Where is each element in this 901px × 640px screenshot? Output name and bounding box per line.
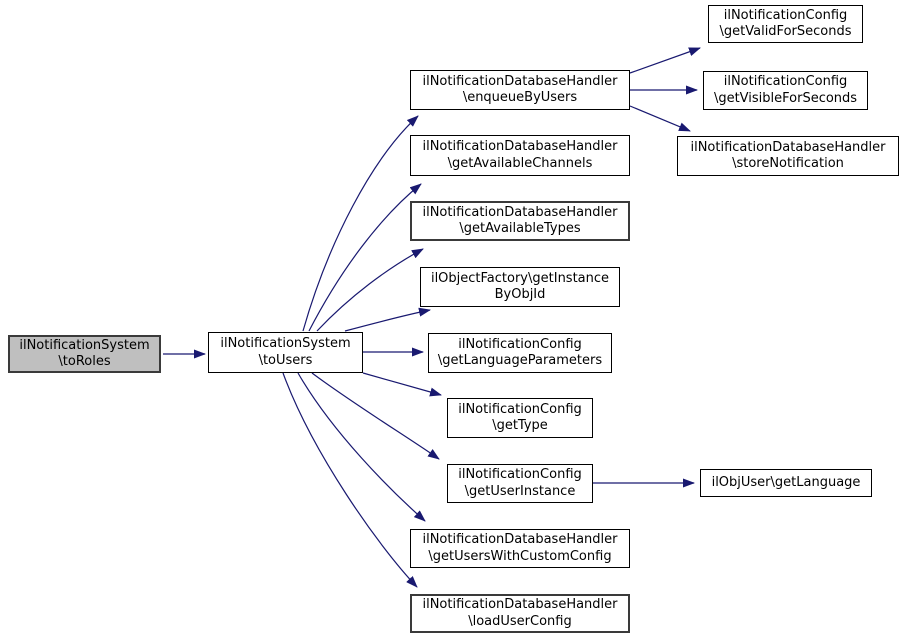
edge-toUsers-getType xyxy=(362,372,442,397)
node-label-line: ilNotificationDatabaseHandler xyxy=(422,532,618,547)
node-getUserInstance[interactable]: ilNotificationConfig \getUserInstance xyxy=(447,464,593,503)
node-label-line: ilObjUser\getLanguage xyxy=(711,474,861,490)
node-label-line: ilNotificationDatabaseHandler xyxy=(422,597,618,612)
node-label-line: \toUsers xyxy=(258,352,313,368)
node-storeNotification[interactable]: ilNotificationDatabaseHandler \storeNoti… xyxy=(677,136,899,176)
node-label-line: \getValidForSeconds xyxy=(719,24,852,39)
node-label-line: ilObjectFactory\getInstance xyxy=(430,270,610,286)
node-label-line: ilNotificationConfig xyxy=(458,467,582,482)
edge-toUsers-getUserInstance xyxy=(311,372,440,460)
edge-toUsers-getAvailableTypes xyxy=(316,248,424,332)
node-label-line: ilNotificationSystem xyxy=(19,337,150,353)
edge-toUsers-enqueueByUsers xyxy=(302,115,419,332)
node-label-line: \storeNotification xyxy=(732,156,844,171)
node-getAvailableTypes[interactable]: ilNotificationDatabaseHandler \getAvaila… xyxy=(410,201,630,241)
node-label-line: ilNotificationConfig xyxy=(723,7,848,23)
node-label-line: ilNotificationDatabaseHandler xyxy=(422,139,618,154)
node-toRoles[interactable]: ilNotificationSystem \toRoles xyxy=(8,335,161,373)
node-label-line: \getUsersWithCustomConfig xyxy=(428,548,612,564)
edge-enqueueByUsers-storeNotification xyxy=(629,105,691,132)
node-toUsers[interactable]: ilNotificationSystem \toUsers xyxy=(208,332,363,373)
node-label-line: \getUserInstance xyxy=(464,483,576,499)
node-loadUserConfig[interactable]: ilNotificationDatabaseHandler \loadUserC… xyxy=(410,594,630,633)
node-label-line: \toRoles xyxy=(58,354,111,369)
node-getType[interactable]: ilNotificationConfig \getType xyxy=(447,398,593,438)
node-label-line: ilNotificationDatabaseHandler xyxy=(422,204,618,220)
edge-toUsers-getInstanceByObjId xyxy=(344,307,431,332)
node-getLanguage[interactable]: ilObjUser\getLanguage xyxy=(700,469,872,497)
node-getValidForSeconds[interactable]: ilNotificationConfig \getValidForSeconds xyxy=(708,5,863,43)
edge-enqueueByUsers-getValidForSeconds xyxy=(629,47,701,74)
edge-toUsers-getUsersWithCustomConfig xyxy=(297,372,426,522)
node-label-line: ilNotificationConfig xyxy=(723,74,848,89)
node-getLanguageParameters[interactable]: ilNotificationConfig \getLanguageParamet… xyxy=(428,333,612,373)
edge-toUsers-getAvailableChannels xyxy=(308,183,422,332)
node-label-line: \enqueueByUsers xyxy=(462,90,578,105)
node-label-line: ByObjId xyxy=(494,287,546,302)
node-label-line: ilNotificationConfig xyxy=(458,336,582,352)
edge-toUsers-loadUserConfig xyxy=(282,372,418,588)
node-label-line: \loadUserConfig xyxy=(468,613,572,629)
node-enqueueByUsers[interactable]: ilNotificationDatabaseHandler \enqueueBy… xyxy=(410,70,630,110)
node-label-line: \getLanguageParameters xyxy=(437,353,603,368)
node-getInstanceByObjId[interactable]: ilObjectFactory\getInstance ByObjId xyxy=(420,267,620,307)
node-label-line: \getType xyxy=(492,418,548,433)
node-getVisibleForSeconds[interactable]: ilNotificationConfig \getVisibleForSecon… xyxy=(703,71,868,110)
node-label-line: \getAvailableChannels xyxy=(447,155,593,171)
node-getAvailableChannels[interactable]: ilNotificationDatabaseHandler \getAvaila… xyxy=(410,135,630,176)
node-label-line: ilNotificationConfig xyxy=(458,401,582,417)
node-label-line: \getVisibleForSeconds xyxy=(713,90,858,106)
node-getUsersWithCustomConfig[interactable]: ilNotificationDatabaseHandler \getUsersW… xyxy=(410,529,630,568)
node-label-line: ilNotificationDatabaseHandler xyxy=(690,139,886,155)
node-label-line: ilNotificationDatabaseHandler xyxy=(422,73,618,89)
node-label-line: ilNotificationSystem xyxy=(220,336,351,351)
node-label-line: \getAvailableTypes xyxy=(459,221,581,236)
